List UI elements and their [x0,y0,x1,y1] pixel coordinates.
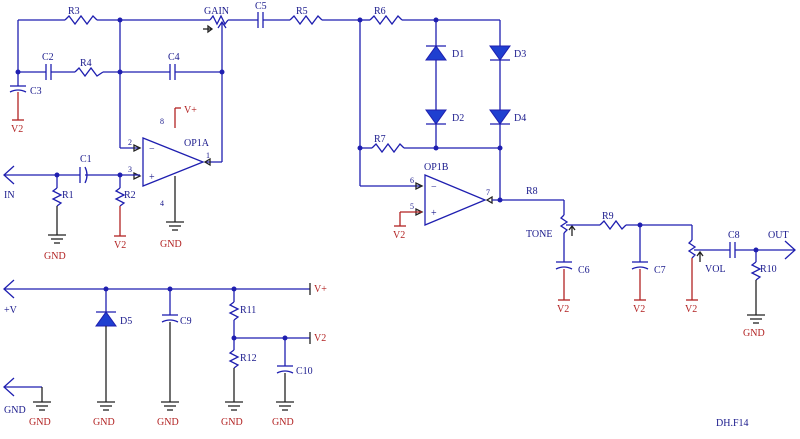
label-gnd-r10: GND [743,328,765,339]
resistor-r12 [228,349,240,369]
pin-2: 2 [128,138,132,147]
input-jack [3,165,140,244]
label-plusv: +V [4,305,18,316]
label-d3: D3 [514,49,526,60]
label-gnd-c10: GND [272,417,294,428]
label-op1a: OP1A [184,138,210,149]
diode-d1 [425,45,447,61]
label-r5: R5 [296,6,308,17]
label-c7: C7 [654,265,666,276]
label-d5: D5 [120,316,132,327]
resistor-r5 [289,14,323,26]
label-r10: R10 [760,264,777,275]
label-gnd-a: GND [29,417,51,428]
label-tone: TONE [526,229,552,240]
pin-5: 5 [410,202,414,211]
label-c2: C2 [42,52,54,63]
op1a-plus: + [149,172,155,183]
label-gnd-d5: GND [93,417,115,428]
op-amp-op1b: − + [394,174,564,227]
label-c10: C10 [296,366,313,377]
op1a-minus: − [149,144,155,155]
credit-text: DH.F14 [716,418,749,429]
label-c9: C9 [180,316,192,327]
resistor-r7 [371,142,405,154]
label-r11: R11 [240,305,256,316]
resistor-r3 [64,14,98,26]
label-d4: D4 [514,113,526,124]
diode-d2 [425,109,447,125]
pot-vol [687,239,697,259]
label-vol: VOL [705,264,726,275]
label-v2-rail: V2 [314,333,326,344]
label-r8: R8 [526,186,538,197]
label-v2-vol: V2 [685,304,697,315]
op1b-plus: + [431,208,437,219]
pin-4: 4 [160,199,164,208]
label-v2-c6: V2 [557,304,569,315]
label-gnd-c9: GND [157,417,179,428]
label-gnd-r1: GND [44,251,66,262]
resistor-r1 [51,187,63,207]
resistor-r9 [599,219,627,231]
pin-6: 6 [410,176,414,185]
label-r1: R1 [62,190,74,201]
diode-d3 [489,45,511,61]
label-gain: GAIN [204,6,229,17]
tone-volume-section [555,200,796,324]
label-out: OUT [768,230,789,241]
label-r12: R12 [240,353,257,364]
label-c6: C6 [578,265,590,276]
pot-gain [209,14,229,26]
label-gnd-op1a: GND [160,239,182,250]
diode-d4 [489,109,511,125]
op1b-minus: − [431,182,437,193]
diode-d5 [95,311,117,327]
label-v2-op1b: V2 [393,230,405,241]
label-gnd-r12: GND [221,417,243,428]
label-in: IN [4,190,15,201]
label-r3: R3 [68,6,80,17]
resistor-r6 [369,14,403,26]
power-section [3,279,311,411]
pin-8: 8 [160,117,164,126]
label-c5: C5 [255,1,267,12]
clipping-section [357,14,511,200]
label-c3: C3 [30,86,42,97]
input-section [9,12,363,163]
component-labels: R3 GAIN C5 R5 R6 C2 R4 C4 C3 V2 V+ OP1A … [4,1,789,429]
label-c8: C8 [728,230,740,241]
resistor-r2 [114,187,126,207]
label-gnd-jack: GND [4,405,26,416]
label-v2-c7: V2 [633,304,645,315]
op-amp-op1a: − + [133,107,211,231]
resistor-r10 [750,261,762,281]
label-d1: D1 [452,49,464,60]
label-op1b: OP1B [424,162,449,173]
label-d2: D2 [452,113,464,124]
pin-3: 3 [128,165,132,174]
label-c1: C1 [80,154,92,165]
label-r6: R6 [374,6,386,17]
pin-1: 1 [206,151,210,160]
label-v2-r2: V2 [114,240,126,251]
label-r7: R7 [374,134,386,145]
label-r2: R2 [124,190,136,201]
pin-7: 7 [486,188,490,197]
label-c4: C4 [168,52,180,63]
resistor-r11 [228,301,240,321]
label-vplus-rail: V+ [314,284,327,295]
resistor-r4 [74,66,104,78]
pot-tone [559,214,569,234]
label-vplus-op1a: V+ [184,105,197,116]
label-r4: R4 [80,58,92,69]
label-v2-c3: V2 [11,124,23,135]
label-r9: R9 [602,211,614,222]
